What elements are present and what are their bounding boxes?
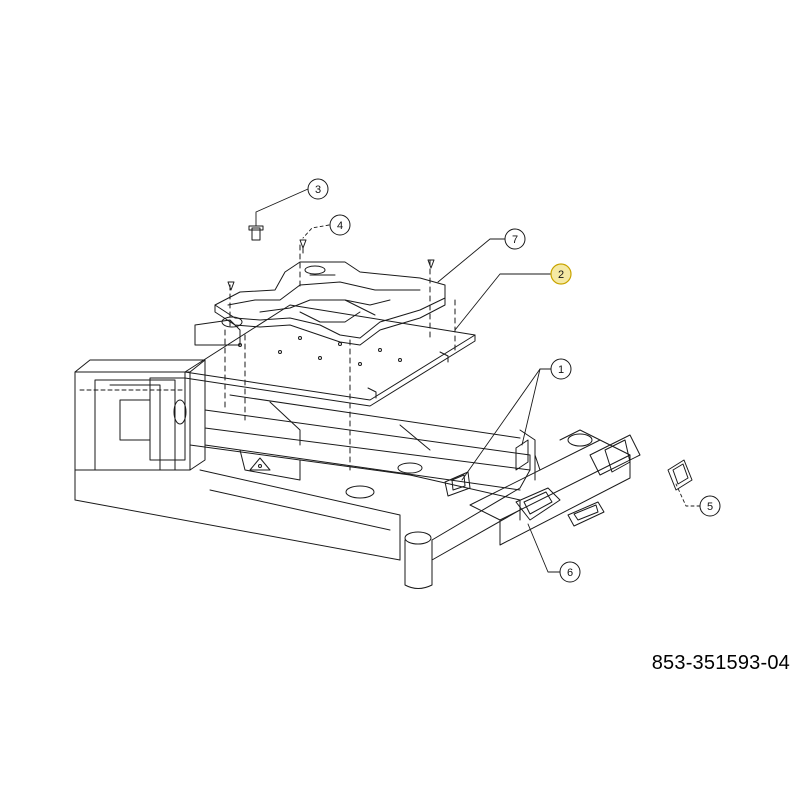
part-7-cover — [194, 261, 446, 346]
leader-lines — [255, 188, 701, 573]
callout-1: 1 — [550, 358, 572, 380]
svg-text:3: 3 — [315, 184, 321, 196]
callout-circles: 3 4 7 2 1 5 6 — [307, 178, 721, 583]
part-5-cap — [667, 459, 693, 491]
svg-text:5: 5 — [707, 501, 713, 513]
callout-3: 3 — [307, 178, 329, 200]
svg-text:6: 6 — [567, 567, 573, 579]
callout-6: 6 — [559, 561, 581, 583]
part-2-plate — [184, 304, 476, 407]
chassis-frame — [74, 244, 641, 589]
part-number: 853-351593-04 — [651, 652, 790, 674]
callout-7: 7 — [504, 228, 526, 250]
part-6-grommets — [515, 487, 605, 527]
callout-5: 5 — [699, 495, 721, 517]
part-1-bumpers — [444, 439, 529, 497]
callout-4: 4 — [329, 214, 351, 236]
part-3-bolt — [248, 225, 264, 241]
svg-text:1: 1 — [558, 364, 564, 376]
callout-2: 2 — [550, 263, 572, 285]
part-4-screws — [227, 239, 435, 291]
svg-text:7: 7 — [512, 234, 518, 246]
svg-text:2: 2 — [558, 269, 564, 281]
svg-text:4: 4 — [337, 220, 343, 232]
